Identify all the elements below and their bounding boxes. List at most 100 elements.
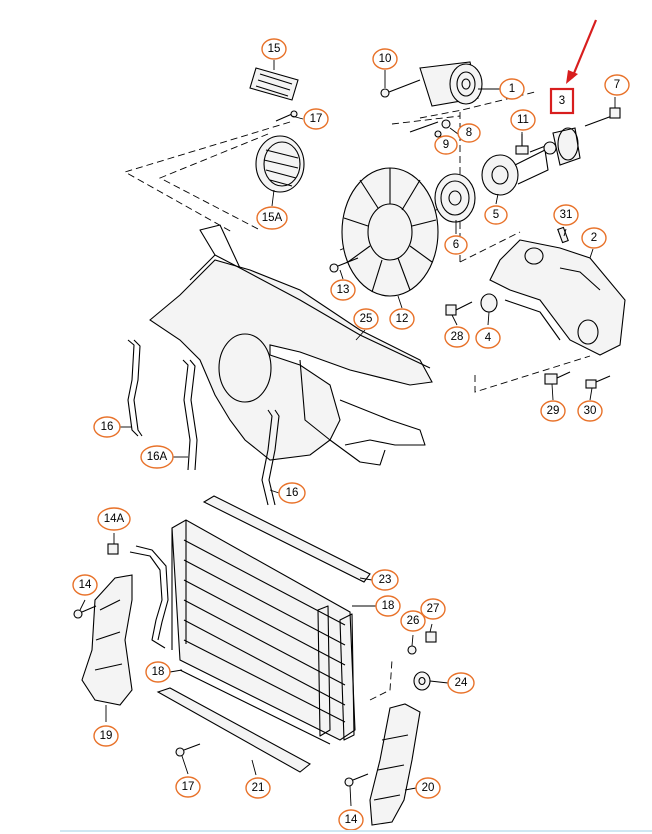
callout-number: 14A	[104, 513, 125, 525]
highlight-arrow	[566, 19, 598, 84]
part-31-pin	[557, 226, 569, 244]
callout-14: 14	[338, 809, 364, 831]
callout-circle	[475, 327, 501, 349]
callout-8: 8	[457, 123, 481, 143]
part-18-strip	[179, 669, 331, 745]
callout-number: 16	[286, 487, 299, 499]
callout-circle	[444, 235, 468, 255]
callout-number: 15	[268, 43, 281, 55]
callout-number: 26	[407, 615, 420, 627]
callout-3: 3	[559, 95, 565, 107]
callout-27: 27	[420, 598, 446, 620]
callout-7: 7	[604, 74, 630, 96]
callout-circle	[510, 109, 536, 131]
callout-number: 17	[182, 781, 195, 793]
callout-number: 20	[422, 782, 435, 794]
part-8-9-washers	[409, 119, 451, 138]
callout-number: 10	[379, 53, 392, 65]
callout-17: 17	[303, 108, 329, 130]
part-21-lower-strip	[156, 687, 311, 773]
callout-14: 14	[72, 574, 98, 596]
callout-number: 15A	[262, 212, 283, 224]
part-15A-grille	[255, 135, 305, 193]
part-23-seal-strip	[202, 495, 371, 583]
callout-circle	[353, 308, 379, 330]
callout-circle	[140, 445, 174, 469]
callout-number: 18	[152, 666, 165, 678]
part-radiator	[171, 519, 356, 741]
part-1-pulley	[419, 61, 483, 107]
callout-number: 14	[79, 579, 92, 591]
callout-16: 16	[93, 416, 121, 438]
callout-circle	[245, 777, 271, 799]
bottom-divider	[60, 830, 652, 832]
part-20-deflector	[369, 703, 421, 826]
callout-number: 31	[560, 209, 573, 221]
callout-circle	[72, 574, 98, 596]
part-28-bolt	[445, 301, 473, 316]
callout-24: 24	[447, 672, 475, 694]
callout-31: 31	[553, 204, 579, 226]
callout-10: 10	[372, 48, 398, 70]
callout-number: 14	[345, 814, 358, 826]
callout-25: 25	[353, 308, 379, 330]
part-6-coupling	[434, 173, 476, 223]
callout-circle	[261, 38, 287, 60]
part-3-highlight-box	[549, 87, 575, 115]
callout-9: 9	[434, 135, 458, 155]
part-14A-clip	[107, 543, 119, 555]
callout-18: 18	[145, 661, 171, 683]
part-13-bolt	[329, 257, 359, 273]
callout-number: 23	[379, 574, 392, 586]
callout-16: 16	[278, 482, 306, 504]
part-2-bracket	[489, 239, 626, 356]
callout-circle	[581, 227, 607, 249]
callout-number: 2	[591, 232, 597, 244]
callout-16A: 16A	[140, 445, 174, 469]
callout-circle	[457, 123, 481, 143]
callout-15: 15	[261, 38, 287, 60]
callout-number: 16	[101, 421, 114, 433]
callout-circle	[389, 308, 415, 330]
callout-number: 25	[360, 313, 373, 325]
callout-30: 30	[577, 400, 603, 422]
callout-number: 7	[614, 79, 620, 91]
part-29-30-bolts	[544, 371, 611, 389]
callout-circle	[303, 108, 329, 130]
callout-number: 30	[584, 405, 597, 417]
part-24-grommet	[413, 671, 431, 691]
part-19-deflector	[81, 574, 133, 706]
callout-6: 6	[444, 235, 468, 255]
callout-circle	[447, 672, 475, 694]
part-7-bolt	[584, 107, 621, 127]
callout-number: 19	[100, 730, 113, 742]
callout-17: 17	[175, 776, 201, 798]
callout-18: 18	[375, 595, 401, 617]
callout-2: 2	[581, 227, 607, 249]
leader-lines	[79, 60, 616, 807]
callout-circle	[371, 569, 399, 591]
part-3-bush	[529, 127, 581, 166]
callout-circle	[278, 482, 306, 504]
callout-circle	[175, 776, 201, 798]
callout-number: 4	[485, 332, 492, 344]
callout-number: 21	[252, 782, 265, 794]
callout-circle	[330, 279, 356, 301]
part-12-fan	[341, 167, 439, 297]
callout-circle	[93, 725, 119, 747]
callout-number: 9	[443, 139, 449, 151]
callout-number: 8	[466, 127, 472, 139]
callout-number: 11	[517, 114, 529, 126]
part-4-cap	[480, 293, 498, 313]
callout-number: 17	[310, 113, 323, 125]
part-26-27-fasteners	[407, 631, 437, 655]
callout-number: 1	[509, 83, 515, 95]
callout-circle	[97, 507, 131, 531]
callout-15A: 15A	[256, 206, 288, 230]
part-16-seal-left	[127, 339, 143, 437]
callout-19: 19	[93, 725, 119, 747]
callout-circle	[93, 416, 121, 438]
callout-number: 12	[396, 313, 409, 325]
callout-1: 1	[499, 78, 525, 100]
